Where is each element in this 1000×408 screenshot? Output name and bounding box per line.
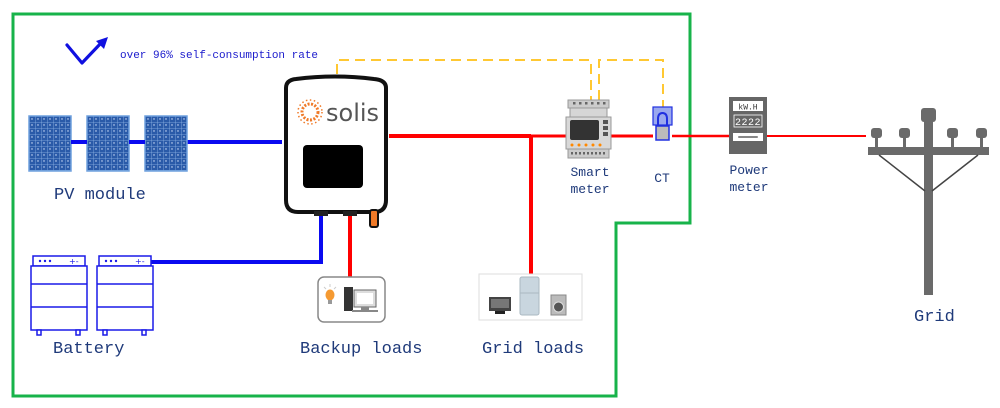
inverter-display — [303, 145, 363, 188]
washing-machine-icon — [550, 294, 567, 316]
inverter: solis — [284, 74, 388, 228]
svg-text:kW.H: kW.H — [738, 104, 757, 113]
grid-loads-label: Grid loads — [482, 340, 585, 359]
smart-meter — [565, 99, 612, 159]
ct-clamp — [652, 106, 673, 141]
pv-modules — [28, 115, 188, 172]
communication-lines — [336, 59, 664, 110]
ct-label: CT — [654, 171, 670, 186]
grid-label: Grid — [914, 308, 955, 327]
backup-loads-label: Backup loads — [300, 340, 423, 359]
pv-module-label: PV module — [54, 186, 146, 205]
system-boundary — [11, 12, 692, 398]
power-meter-digits: 2222 — [735, 118, 761, 129]
svg-text:+-: +- — [135, 257, 145, 266]
ac-lines — [348, 134, 866, 277]
solis-sun-logo-icon — [297, 99, 323, 125]
desktop-computer-icon — [344, 287, 378, 312]
grid-loads-box — [478, 273, 583, 321]
backup-loads-box — [317, 276, 386, 323]
lightbulb-icon — [323, 284, 337, 304]
television-icon — [489, 297, 511, 314]
battery-unit: +- — [30, 255, 88, 336]
pv-panel — [28, 115, 72, 172]
pv-panel — [86, 115, 130, 172]
self-consumption-tagline: over 96% self-consumption rate — [120, 50, 319, 62]
svg-text:+-: +- — [69, 257, 79, 266]
inverter-wifi-stick — [369, 209, 379, 228]
utility-pole-icon — [868, 108, 989, 295]
refrigerator-icon — [519, 276, 540, 316]
power-meter-label: Power meter — [729, 163, 769, 195]
brand-logo: solis — [326, 99, 379, 127]
batteries: +- +- — [30, 255, 154, 336]
battery-unit: +- — [96, 255, 154, 336]
smart-meter-label: Smart meter — [570, 165, 610, 197]
pv-panel — [144, 115, 188, 172]
checkmark-arrow-icon — [65, 37, 108, 65]
battery-label: Battery — [53, 340, 125, 359]
power-meter: kW.H 2222 — [729, 97, 767, 154]
battery-cable — [150, 214, 323, 264]
